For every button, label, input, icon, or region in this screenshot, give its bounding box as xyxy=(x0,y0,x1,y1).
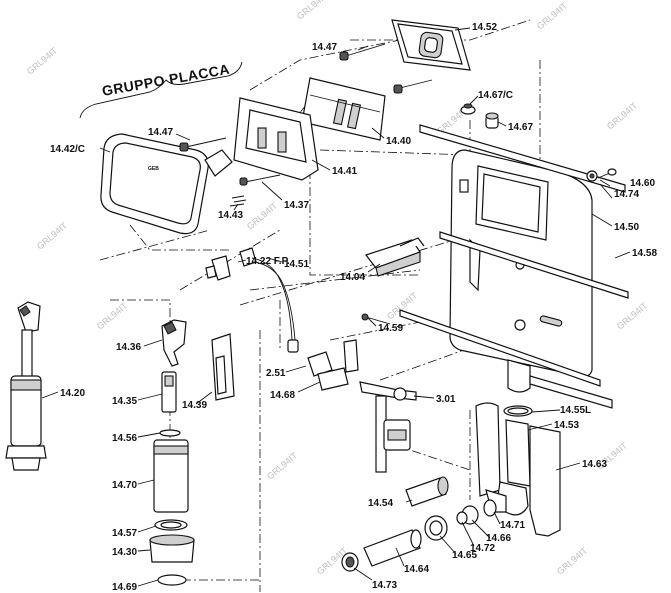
fitting-14-60-74 xyxy=(586,168,617,182)
rod-14-35 xyxy=(161,371,177,413)
label-14-47-plate: 14.47 xyxy=(148,127,173,138)
label-14-67c: 14.67/C xyxy=(478,90,513,101)
leader-lines xyxy=(41,27,631,587)
label-14-57: 14.57 xyxy=(112,528,137,539)
label-14-41: 14.41 xyxy=(332,166,357,177)
label-14-53: 14.53 xyxy=(554,420,579,431)
watermark: GRL94IT xyxy=(295,0,330,22)
label-14-68: 14.68 xyxy=(270,390,295,401)
svg-text:GEB: GEB xyxy=(148,166,159,172)
label-14-54: 14.54 xyxy=(368,498,393,509)
watermark: GRL94IT xyxy=(555,545,590,576)
label-14-67: 14.67 xyxy=(508,122,533,133)
label-14-55l: 14.55L xyxy=(560,405,591,416)
label-14-35: 14.35 xyxy=(112,396,137,407)
rail-14-58 xyxy=(399,124,629,409)
label-14-52: 14.52 xyxy=(472,22,497,33)
connector-2-51-14-68 xyxy=(307,339,359,391)
label-14-58: 14.58 xyxy=(632,248,657,259)
label-14-73: 14.73 xyxy=(372,580,397,591)
label-14-74: 14.74 xyxy=(614,189,639,200)
screw-14-47-top xyxy=(339,43,433,94)
label-14-20: 14.20 xyxy=(60,388,85,399)
cover-plate-14-42c: GEB xyxy=(100,133,209,235)
button-14-67 xyxy=(460,103,499,129)
label-14-60: 14.60 xyxy=(630,178,655,189)
watermark: GRL94IT xyxy=(615,300,650,331)
label-2-51: 2.51 xyxy=(266,368,286,379)
label-14-71: 14.71 xyxy=(500,520,525,531)
label-14-65: 14.65 xyxy=(452,550,477,561)
plate-group-heading: GRUPPO PLACCA xyxy=(79,61,243,119)
label-14-51: 14.51 xyxy=(284,259,309,270)
label-14-72: 14.72 xyxy=(470,543,495,554)
label-3-01: 3.01 xyxy=(436,394,456,405)
label-14-47-top: 14.47 xyxy=(312,42,337,53)
watermark: GRL94IT xyxy=(265,450,300,481)
connector-set-14-54 xyxy=(405,476,497,541)
support-14-41 xyxy=(204,97,319,181)
group-brace xyxy=(79,61,243,119)
screw-14-59 xyxy=(361,313,391,325)
label-14-04: 14.04 xyxy=(340,272,365,283)
fill-valve-3-01 xyxy=(359,381,417,473)
label-14-43: 14.43 xyxy=(218,210,243,221)
watermark: GRL94IT xyxy=(35,220,70,251)
watermark: GRL94IT xyxy=(25,45,60,76)
label-14-40: 14.40 xyxy=(386,136,411,147)
label-14-64: 14.64 xyxy=(404,564,429,575)
label-14-36: 14.36 xyxy=(116,342,141,353)
cable-actuator-14-51 xyxy=(205,247,299,353)
part-labels: 14.52 14.47 14.67/C 14.67 14.40 14.47 14… xyxy=(50,22,657,593)
watermark: GRL94IT xyxy=(95,300,130,331)
label-14-69: 14.69 xyxy=(112,582,137,593)
valve-stack-14-70 xyxy=(149,429,195,586)
label-14-66: 14.66 xyxy=(486,533,511,544)
watermark: GRL94IT xyxy=(245,200,280,231)
label-14-50: 14.50 xyxy=(614,222,639,233)
carriage-14-04 xyxy=(365,237,425,277)
flush-valve-14-20 xyxy=(5,301,47,471)
screw-set-plate xyxy=(179,137,281,207)
label-14-42c: 14.42/C xyxy=(50,144,85,155)
label-14-37: 14.37 xyxy=(284,200,309,211)
label-14-59: 14.59 xyxy=(378,323,403,334)
label-14-63: 14.63 xyxy=(582,459,607,470)
wall-plate-14-52 xyxy=(391,19,471,71)
bracket-14-39 xyxy=(211,333,235,401)
label-14-39: 14.39 xyxy=(182,400,207,411)
label-14-70: 14.70 xyxy=(112,480,137,491)
pipe-14-64 xyxy=(341,529,422,572)
watermark: GRL94IT xyxy=(605,100,640,131)
label-14-30: 14.30 xyxy=(112,547,137,558)
lever-14-36 xyxy=(161,319,187,367)
watermark: GRL94IT xyxy=(535,0,570,31)
frame-14-40 xyxy=(301,77,386,141)
label-14-22fp: 14.22 F.P. xyxy=(246,256,290,267)
label-14-56: 14.56 xyxy=(112,433,137,444)
